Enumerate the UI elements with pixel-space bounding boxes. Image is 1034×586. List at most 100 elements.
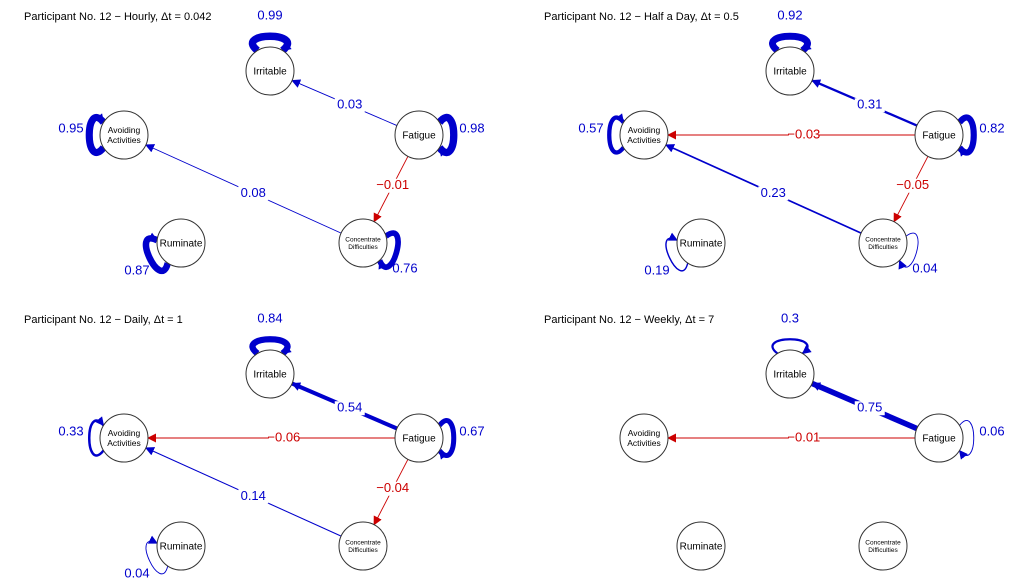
self-loop-irr: [248, 32, 292, 54]
node-circle: [156, 521, 206, 571]
node-label: Avoiding: [108, 428, 141, 438]
self-loop-fat: [437, 418, 457, 460]
panel-title: Participant No. 12 − Half a Day, Δt = 0.…: [544, 11, 739, 23]
self-loop-avo: [88, 416, 105, 457]
node-label: Difficulties: [868, 244, 898, 251]
edge-label-background: [897, 178, 928, 193]
node-fat: Fatigue: [394, 110, 444, 160]
self-loop-fat: [957, 114, 977, 157]
edge-label-background: [268, 431, 299, 445]
self-loop-label: 0.98: [459, 120, 484, 135]
self-loop-label: 0.04: [912, 260, 937, 275]
node-circle: [394, 110, 444, 160]
node-label: Avoiding: [628, 428, 661, 438]
node-circle: [156, 218, 206, 268]
node-label: Concentrate: [865, 539, 901, 546]
edge-label-background: [238, 186, 269, 201]
edge-label-background: [238, 489, 269, 504]
node-circle: [394, 413, 444, 463]
edge-label-background: [377, 481, 408, 496]
network-panel-4: Participant No. 12 − Weekly, Δt = 70.75−…: [544, 310, 1005, 571]
node-label: Difficulties: [348, 547, 378, 554]
self-loop-label: 0.84: [257, 310, 282, 325]
node-rum: Ruminate: [676, 521, 726, 571]
self-loop-label: 0.19: [644, 262, 669, 277]
edge-label-background: [788, 128, 819, 142]
self-loop-label: 0.57: [578, 120, 603, 135]
network-panel-2: Participant No. 12 − Half a Day, Δt = 0.…: [544, 7, 1005, 277]
network-panel-3: Participant No. 12 − Daily, Δt = 1 0.54 −0…: [24, 310, 485, 580]
self-loop-fat: [436, 113, 458, 157]
node-rum: Ruminate: [156, 218, 206, 268]
node-label: Avoiding: [108, 125, 141, 135]
node-label: Ruminate: [680, 542, 723, 553]
node-circle: [858, 521, 908, 571]
node-rum: Ruminate: [676, 218, 726, 268]
node-circle: [619, 413, 669, 463]
node-irr: Irritable: [765, 46, 815, 96]
node-circle: [914, 413, 964, 463]
node-label: Irritable: [773, 370, 807, 381]
self-loop-label: 0.87: [124, 262, 149, 277]
node-circle: [338, 218, 388, 268]
edge-label-background: [334, 98, 365, 113]
node-label: Activities: [107, 438, 141, 448]
node-label: Fatigue: [402, 131, 436, 142]
self-loop-label: 0.92: [777, 7, 802, 22]
node-circle: [765, 349, 815, 399]
self-loop-label: 0.06: [979, 423, 1004, 438]
edge-weight-label: −0.01: [787, 429, 820, 444]
node-circle: [858, 218, 908, 268]
node-label: Fatigue: [922, 434, 956, 445]
self-loop-con: [898, 232, 919, 270]
node-rum: Ruminate: [156, 521, 206, 571]
node-irr: Irritable: [245, 349, 295, 399]
self-loop-label: 0.33: [58, 423, 83, 438]
edge-label-background: [854, 401, 885, 416]
edge-weight-label: 0.08: [241, 185, 266, 200]
node-circle: [245, 46, 295, 96]
self-loop-rum: [142, 232, 171, 275]
node-circle: [676, 218, 726, 268]
node-label: Activities: [627, 135, 661, 145]
node-fat: Fatigue: [394, 413, 444, 463]
node-label: Concentrate: [345, 539, 381, 546]
node-label: Difficulties: [348, 244, 378, 251]
node-circle: [245, 349, 295, 399]
node-label: Irritable: [773, 67, 807, 78]
edge-weight-label: 0.54: [337, 400, 362, 415]
node-circle: [99, 110, 149, 160]
node-label: Ruminate: [680, 239, 723, 250]
self-loop-irr: [249, 336, 292, 357]
edge-label-background: [758, 186, 789, 201]
self-loop-label: 0.76: [392, 260, 417, 275]
edge-label-background: [788, 431, 819, 445]
panel-title: Participant No. 12 − Weekly, Δt = 7: [544, 314, 714, 326]
edge-weight-label: 0.23: [761, 185, 786, 200]
edge-label-background: [334, 401, 365, 416]
self-loop-con: [376, 230, 401, 271]
node-irr: Irritable: [245, 46, 295, 96]
self-loop-rum: [665, 232, 689, 272]
self-loop-label: 0.99: [257, 7, 282, 22]
node-label: Fatigue: [402, 434, 436, 445]
panel-title: Participant No. 12 − Hourly, Δt = 0.042: [24, 11, 212, 23]
edge-label-background: [377, 178, 408, 193]
node-label: Concentrate: [865, 236, 901, 243]
self-loop-avo: [607, 113, 626, 155]
panel-title: Participant No. 12 − Daily, Δt = 1: [24, 314, 183, 326]
node-fat: Fatigue: [914, 413, 964, 463]
node-label: Activities: [107, 135, 141, 145]
edge-weight-label: −0.06: [267, 429, 300, 444]
edge-weight-label: −0.03: [787, 126, 820, 141]
self-loop-label: 0.3: [781, 310, 799, 325]
node-irr: Irritable: [765, 349, 815, 399]
node-circle: [99, 413, 149, 463]
